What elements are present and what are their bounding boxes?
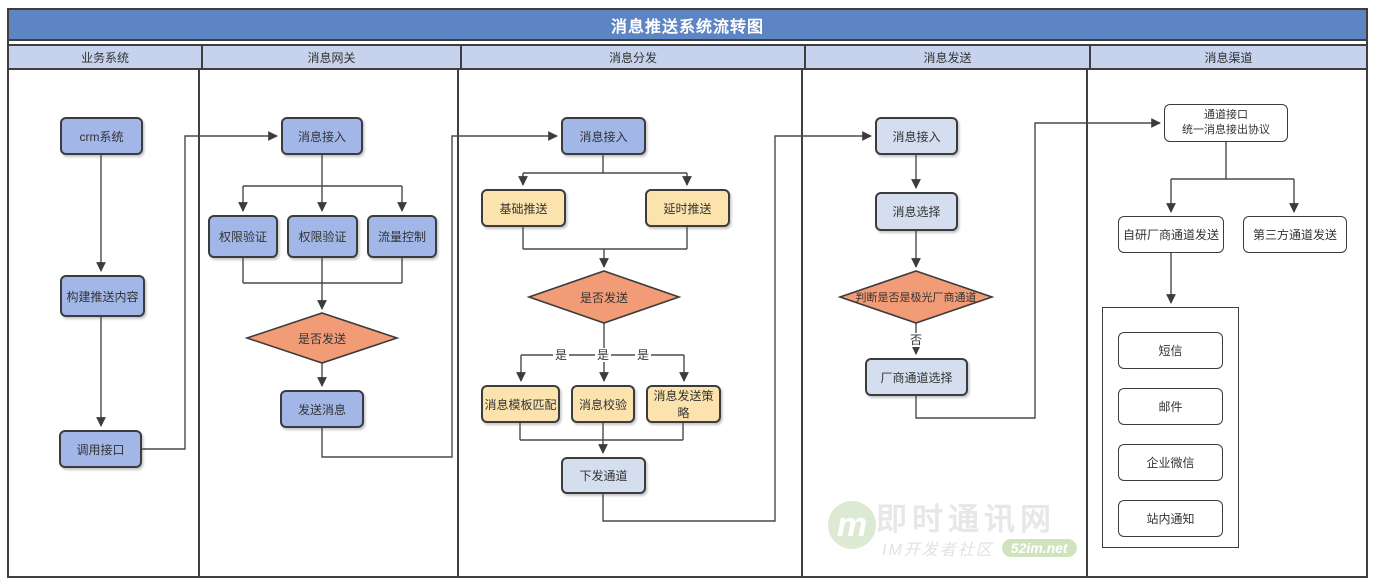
diagram-title: 消息推送系统流转图 (7, 8, 1368, 41)
watermark-subrow: IM开发者社区 52im.net (882, 536, 1077, 560)
watermark-domain-badge: 52im.net (1001, 539, 1077, 557)
node-self-vendor-send: 自研厂商通道发送 (1118, 216, 1224, 253)
edge-call-to-gateway (142, 131, 278, 450)
decision-diamond-gateway (244, 312, 400, 364)
lane-separator-2 (457, 69, 459, 576)
node-send-strategy: 消息发送策略 (646, 385, 721, 423)
edge-sendmsg-to-dispatch (321, 131, 558, 458)
lane-separator-1 (198, 69, 200, 576)
node-site-notify: 站内通知 (1118, 500, 1223, 537)
decision-label-send: 判断是否是极光厂商通道 (855, 292, 977, 304)
node-send-message: 发送消息 (280, 390, 364, 428)
node-gateway-access: 消息接入 (281, 117, 363, 155)
node-call-api: 调用接口 (59, 430, 142, 468)
lane-header-message-gateway: 消息网关 (201, 46, 460, 68)
lane-separator-4 (1086, 69, 1088, 576)
node-vendor-channel-select: 厂商通道选择 (865, 358, 968, 396)
edge-dispatch-to-send (602, 131, 872, 522)
edge-label-yes-2: 是 (594, 348, 612, 362)
lane-separator-3 (801, 69, 803, 576)
node-email: 邮件 (1118, 388, 1223, 425)
lane-header-message-send: 消息发送 (804, 46, 1089, 68)
decision-diamond-send (837, 270, 995, 324)
decision-diamond-dispatch (526, 270, 682, 324)
lane-header-message-channel: 消息渠道 (1089, 46, 1366, 68)
lane-header-row: 业务系统 消息网关 消息分发 消息发送 消息渠道 (7, 44, 1368, 70)
node-message-verify: 消息校验 (571, 385, 635, 423)
node-auth-check-1: 权限验证 (208, 215, 278, 258)
edge-label-yes-3: 是 (634, 348, 652, 362)
lane-header-message-dispatch: 消息分发 (460, 46, 804, 68)
node-crm-system: crm系统 (60, 117, 143, 155)
edge-label-yes-1: 是 (552, 348, 570, 362)
watermark-logo-icon: m (828, 501, 876, 549)
node-dispatch-access: 消息接入 (561, 117, 646, 155)
node-channel-api: 通道接口 统一消息接出协议 (1164, 104, 1288, 142)
node-channel-dispatch: 下发通道 (561, 457, 646, 494)
node-delay-push: 延时推送 (645, 189, 730, 227)
node-flow-control: 流量控制 (367, 215, 437, 258)
node-third-party-send: 第三方通道发送 (1243, 216, 1347, 253)
node-auth-check-2: 权限验证 (287, 215, 358, 258)
edge-label-no: 否 (907, 333, 925, 347)
node-channel-api-line2: 统一消息接出协议 (1182, 124, 1270, 136)
watermark: m 即时通讯网 IM开发者社区 52im.net (820, 488, 1080, 572)
node-template-match: 消息模板匹配 (481, 385, 560, 423)
node-message-select: 消息选择 (875, 192, 958, 231)
decision-label-dispatch: 是否发送 (579, 290, 628, 305)
node-basic-push: 基础推送 (481, 189, 566, 227)
node-channel-api-line1: 通道接口 (1204, 109, 1248, 122)
edge-vendor-to-channelapi (915, 118, 1161, 419)
decision-label-gateway: 是否发送 (297, 331, 346, 346)
node-send-access: 消息接入 (875, 117, 958, 155)
watermark-brand: 即时通讯网 (876, 502, 1056, 537)
node-wecom: 企业微信 (1118, 444, 1223, 481)
node-build-push-content: 构建推送内容 (60, 275, 145, 317)
lane-header-business-system: 业务系统 (9, 46, 201, 68)
node-sms: 短信 (1118, 332, 1223, 369)
watermark-subtitle: IM开发者社区 (882, 542, 994, 559)
